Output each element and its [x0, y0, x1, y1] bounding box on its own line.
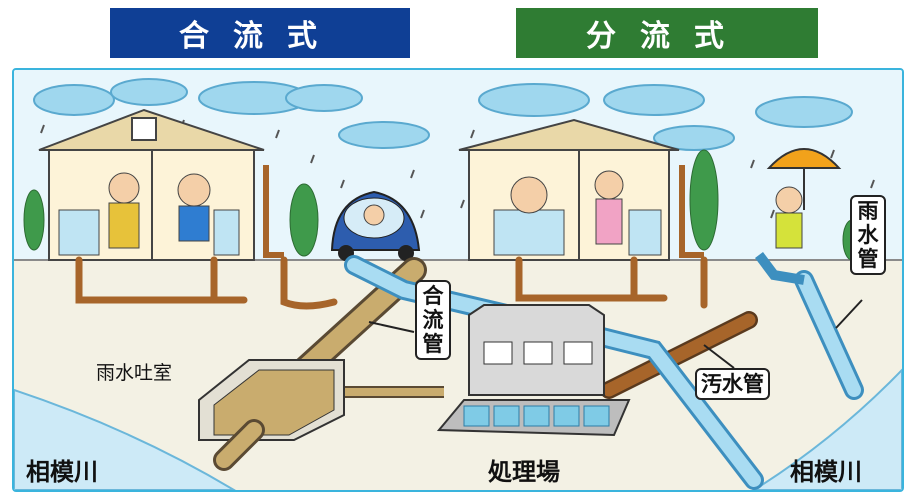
- car: [330, 190, 421, 261]
- sewer-system-illustration: 合流管 雨水吐室 相模川 処理場 汚水管 雨水管 相模川: [12, 68, 904, 492]
- tank: [463, 405, 490, 427]
- toilet: [213, 209, 240, 256]
- overflow-chamber: [198, 359, 345, 441]
- clouds: [33, 78, 853, 151]
- sewage-pipe-label: 汚水管: [695, 368, 770, 400]
- callout-line-sewage: [703, 344, 735, 369]
- separate-system-header: 分流式: [516, 8, 818, 58]
- cloud: [285, 84, 363, 112]
- overflow-chamber-label: 雨水吐室: [96, 362, 173, 384]
- cloud: [755, 96, 853, 128]
- attic-window: [131, 117, 157, 141]
- trees: [23, 149, 862, 261]
- girl-with-umbrella: [766, 148, 842, 249]
- treatment-plant: [436, 304, 631, 437]
- person-child: [177, 173, 211, 207]
- tank: [523, 405, 550, 427]
- callout-line-combined: [368, 321, 415, 333]
- tree: [289, 183, 319, 257]
- cloud: [338, 121, 430, 149]
- house-left: [38, 108, 265, 261]
- stormwater-pipe-label: 雨水管: [850, 195, 886, 275]
- person-woman: [594, 170, 624, 200]
- cloud: [33, 84, 115, 116]
- cloud: [653, 125, 735, 151]
- plant-window: [523, 341, 553, 365]
- sink-right: [628, 209, 662, 256]
- cloud: [603, 84, 705, 116]
- sewage-pipe: [602, 313, 756, 397]
- tank: [493, 405, 520, 427]
- plant-window: [563, 341, 593, 365]
- river-left: [14, 388, 236, 490]
- downspout-right: [679, 165, 704, 258]
- river-right-label: 相模川: [790, 458, 862, 486]
- cloud: [110, 78, 188, 106]
- tank: [553, 405, 580, 427]
- combined-system-title: 合流式: [179, 19, 341, 54]
- illustration-canvas: [14, 70, 902, 490]
- house-right: [458, 118, 680, 261]
- house-drain-pipes-left: [75, 256, 338, 310]
- bathtub: [493, 209, 565, 256]
- sink: [58, 209, 100, 256]
- callout-line-storm: [835, 299, 863, 329]
- treatment-tanks: [463, 405, 610, 427]
- separate-system-title: 分流式: [586, 19, 748, 54]
- person-elderly: [108, 172, 140, 204]
- river-left-label: 相模川: [26, 458, 98, 486]
- stormwater-pipe-right: [797, 273, 861, 397]
- tree: [23, 189, 45, 251]
- treatment-plant-label: 処理場: [488, 458, 560, 486]
- combined-system-header: 合流式: [110, 8, 410, 58]
- tank: [583, 405, 610, 427]
- downspout-left: [263, 165, 284, 258]
- house-drain-pipes-right: [515, 256, 708, 309]
- cloud: [478, 83, 590, 117]
- outfall-pipe-left: [216, 422, 262, 468]
- tree: [689, 149, 719, 251]
- plant-window: [483, 341, 513, 365]
- combined-pipe-label: 合流管: [415, 280, 451, 360]
- person-bathing: [510, 176, 548, 214]
